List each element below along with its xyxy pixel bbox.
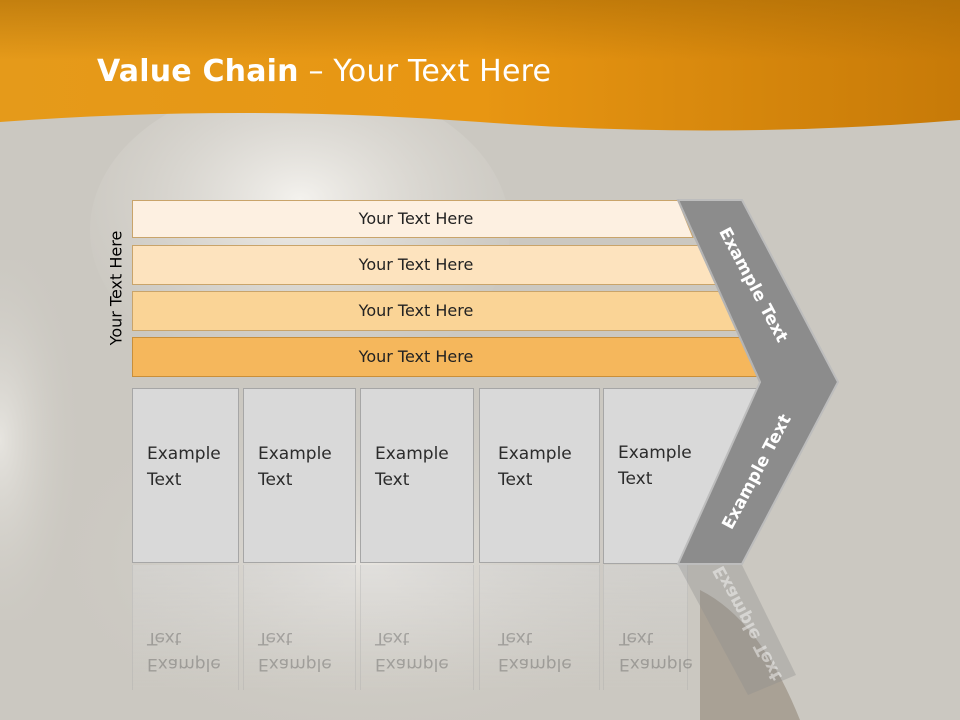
support-bar-3: Your Text Here bbox=[132, 291, 740, 331]
support-bar-2: Your Text Here bbox=[132, 245, 717, 285]
support-bar-label: Your Text Here bbox=[358, 255, 474, 274]
support-bar-label: Your Text Here bbox=[358, 209, 474, 228]
title-bold: Value Chain bbox=[97, 54, 299, 89]
support-bar-4: Your Text Here bbox=[132, 337, 764, 377]
title-rest: – Your Text Here bbox=[298, 54, 552, 89]
support-bar-label: Your Text Here bbox=[358, 301, 474, 320]
slide-title: Value Chain – Your Text Here bbox=[97, 54, 551, 89]
reflection-chevron bbox=[678, 565, 796, 695]
support-bar-label: Your Text Here bbox=[358, 347, 474, 366]
margin-chevron bbox=[676, 199, 840, 565]
support-bar-1: Your Text Here bbox=[132, 200, 694, 238]
vertical-label: Your Text Here bbox=[106, 230, 126, 346]
